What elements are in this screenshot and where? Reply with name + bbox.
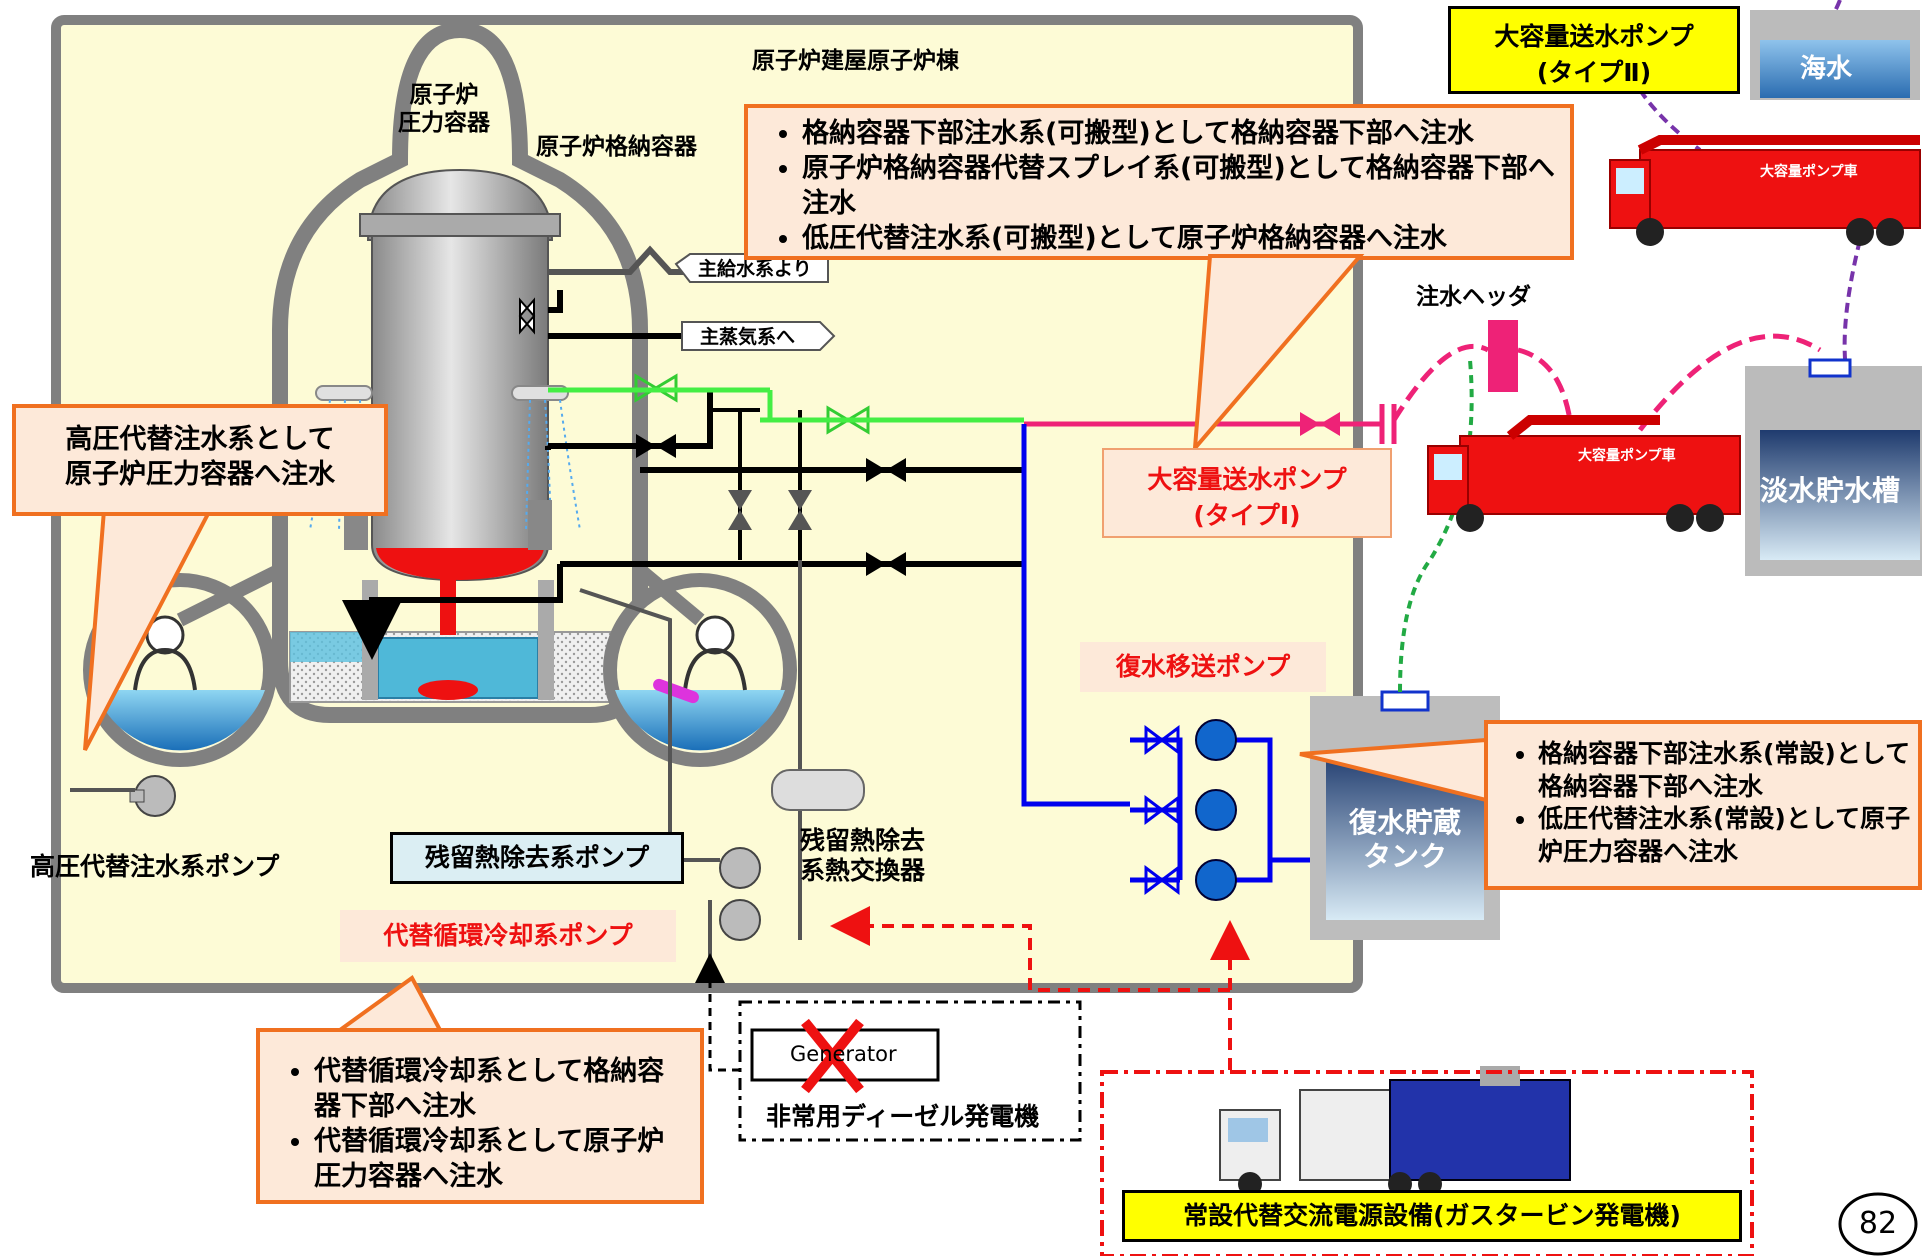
lower-drywell-line bbox=[372, 561, 1024, 630]
pump-type2-label-box: 大容量送水ポンプ (タイプⅡ) bbox=[1448, 6, 1740, 94]
callout-bottom-left-item: 代替循環冷却系として原子炉圧力容器へ注水 bbox=[314, 1124, 690, 1194]
generator-text: Generator bbox=[790, 1042, 897, 1066]
callout-top-item: 格納容器下部注水系(可搬型)として格納容器下部へ注水 bbox=[802, 116, 1560, 151]
pump-type2-label-line1: 大容量送水ポンプ bbox=[1494, 22, 1694, 51]
alt-cooling-pump-label: 代替循環冷却系ポンプ bbox=[383, 921, 633, 950]
green-portable-line bbox=[548, 387, 1024, 423]
pump-type1-label-line1: 大容量送水ポンプ bbox=[1147, 465, 1347, 494]
callout-left-line2: 原子炉圧力容器へ注水 bbox=[65, 459, 335, 491]
rhr-hx-label-line1: 残留熱除去 bbox=[800, 826, 926, 855]
feedwater-tag bbox=[674, 253, 829, 283]
freshwater-vent bbox=[1808, 358, 1852, 378]
alt-cooling-line bbox=[579, 560, 802, 960]
blue-condensate-line bbox=[1021, 424, 1320, 883]
freshwater-tank-label: 淡水貯水槽 bbox=[1760, 474, 1901, 507]
pump-icons bbox=[70, 769, 865, 941]
feedwater-label: 主給水系より bbox=[698, 258, 812, 280]
failed-x-icon bbox=[801, 1018, 864, 1094]
condensate-tank-vent bbox=[1380, 690, 1430, 712]
callout-top-item: 低圧代替注水系(可搬型)として原子炉格納容器へ注水 bbox=[802, 221, 1560, 256]
pump-truck-lower bbox=[1427, 415, 1741, 532]
feedwater-line bbox=[548, 245, 690, 275]
rhr-hx-label-line2: 系熱交換器 bbox=[800, 856, 926, 885]
gas-turbine-truck bbox=[1219, 1066, 1571, 1196]
lower-drywell-water bbox=[290, 632, 370, 662]
callout-right-list: 格納容器下部注水系(常設)として格納容器下部へ注水 低圧代替注水系(常設)として… bbox=[1494, 738, 1912, 868]
corium-pool bbox=[418, 680, 478, 700]
gas-turbine-label: 常設代替交流電源設備(ガスタービン発電機) bbox=[1183, 1201, 1681, 1230]
condensate-pumps bbox=[1144, 719, 1237, 901]
seawater-label: 海水 bbox=[1800, 54, 1853, 84]
steam-tag bbox=[681, 321, 836, 351]
callout-right-item: 格納容器下部注水系(常設)として格納容器下部へ注水 bbox=[1538, 738, 1912, 803]
callout-right-item: 低圧代替注水系(常設)として原子炉圧力容器へ注水 bbox=[1538, 803, 1912, 868]
pump-type1-label-line2: (タイプⅠ) bbox=[1193, 501, 1301, 530]
condensate-pump-label: 復水移送ポンプ bbox=[1115, 652, 1291, 681]
truck-label-lower: 大容量ポンプ車 bbox=[1578, 448, 1676, 464]
pump-type1-label-box: 大容量送水ポンプ (タイプⅠ) bbox=[1102, 448, 1392, 538]
alt-cooling-pump-label-box: 代替循環冷却系ポンプ bbox=[340, 910, 676, 962]
rpv-label-line1: 原子炉 bbox=[409, 82, 479, 108]
building-label: 原子炉建屋原子炉棟 bbox=[752, 48, 959, 74]
gas-turbine-frame bbox=[1100, 1070, 1754, 1256]
freshwater-tank-water bbox=[1760, 430, 1920, 560]
reactor-pressure-vessel bbox=[359, 168, 561, 635]
rhr-pump-label-box: 残留熱除去系ポンプ bbox=[390, 832, 684, 884]
pump-truck-upper bbox=[1609, 135, 1921, 246]
injection-header bbox=[1488, 320, 1518, 392]
callout-bottom-left-list: 代替循環冷却系として格納容器下部へ注水 代替循環冷却系として原子炉圧力容器へ注水 bbox=[270, 1054, 690, 1194]
steam-label: 主蒸気系へ bbox=[700, 326, 796, 348]
callout-left-line1: 高圧代替注水系として bbox=[65, 424, 335, 455]
callout-bottom-left-item: 代替循環冷却系として格納容器下部へ注水 bbox=[314, 1054, 690, 1124]
pump-type2-label-line2: (タイプⅡ) bbox=[1536, 58, 1652, 87]
condensate-tank-label-line1: 復水貯蔵 bbox=[1348, 806, 1461, 839]
truck-label-upper: 大容量ポンプ車 bbox=[1760, 164, 1858, 180]
callout-right: 格納容器下部注水系(常設)として格納容器下部へ注水 低圧代替注水系(常設)として… bbox=[1484, 720, 1922, 890]
page-number-circle bbox=[1838, 1192, 1918, 1256]
rpv-label-line2: 圧力容器 bbox=[398, 109, 490, 136]
callout-top: 格納容器下部注水系(可搬型)として格納容器下部へ注水 原子炉格納容器代替スプレイ… bbox=[744, 104, 1574, 260]
condensate-tank-label: 復水貯蔵 タンク bbox=[1330, 806, 1480, 873]
pink-hose bbox=[1391, 333, 1822, 432]
pcv-label: 原子炉格納容器 bbox=[536, 134, 697, 160]
condensate-pump-label-box: 復水移送ポンプ bbox=[1080, 642, 1326, 692]
torus-right bbox=[603, 564, 797, 767]
condensate-vent-dashed bbox=[1398, 359, 1474, 693]
seawater-fill bbox=[1760, 40, 1910, 98]
injection-header-label: 注水ヘッダ bbox=[1416, 284, 1531, 310]
rhr-hx-label: 残留熱除去 系熱交換器 bbox=[800, 826, 925, 886]
gas-turbine-label-box: 常設代替交流電源設備(ガスタービン発電機) bbox=[1122, 1190, 1742, 1242]
power-line-to-alt-cooling bbox=[830, 906, 1230, 992]
callout-bottom-left: 代替循環冷却系として格納容器下部へ注水 代替循環冷却系として原子炉圧力容器へ注水 bbox=[256, 1028, 704, 1204]
hp-pump-label: 高圧代替注水系ポンプ bbox=[30, 852, 280, 881]
rhr-lines bbox=[710, 408, 802, 560]
check-valve-rpv bbox=[518, 297, 536, 335]
callout-top-list: 格納容器下部注水系(可搬型)として格納容器下部へ注水 原子炉格納容器代替スプレイ… bbox=[758, 116, 1560, 256]
edg-power-line bbox=[695, 953, 740, 1072]
steam-line bbox=[548, 290, 700, 339]
pedestal-wall-right bbox=[538, 580, 554, 700]
page-number: 82 bbox=[1858, 1206, 1898, 1241]
condensate-tank-label-line2: タンク bbox=[1362, 839, 1447, 873]
rpv-label: 原子炉 圧力容器 bbox=[398, 82, 490, 137]
containment-vessel bbox=[272, 21, 648, 723]
callout-top-item: 原子炉格納容器代替スプレイ系(可搬型)として格納容器下部へ注水 bbox=[802, 151, 1560, 221]
edg-label: 非常用ディーゼル発電機 bbox=[766, 1102, 1040, 1131]
callout-left: 高圧代替注水系として 原子炉圧力容器へ注水 bbox=[12, 404, 388, 516]
rhr-pump-label: 残留熱除去系ポンプ bbox=[424, 843, 650, 872]
pcv-spray-line bbox=[560, 443, 1024, 473]
